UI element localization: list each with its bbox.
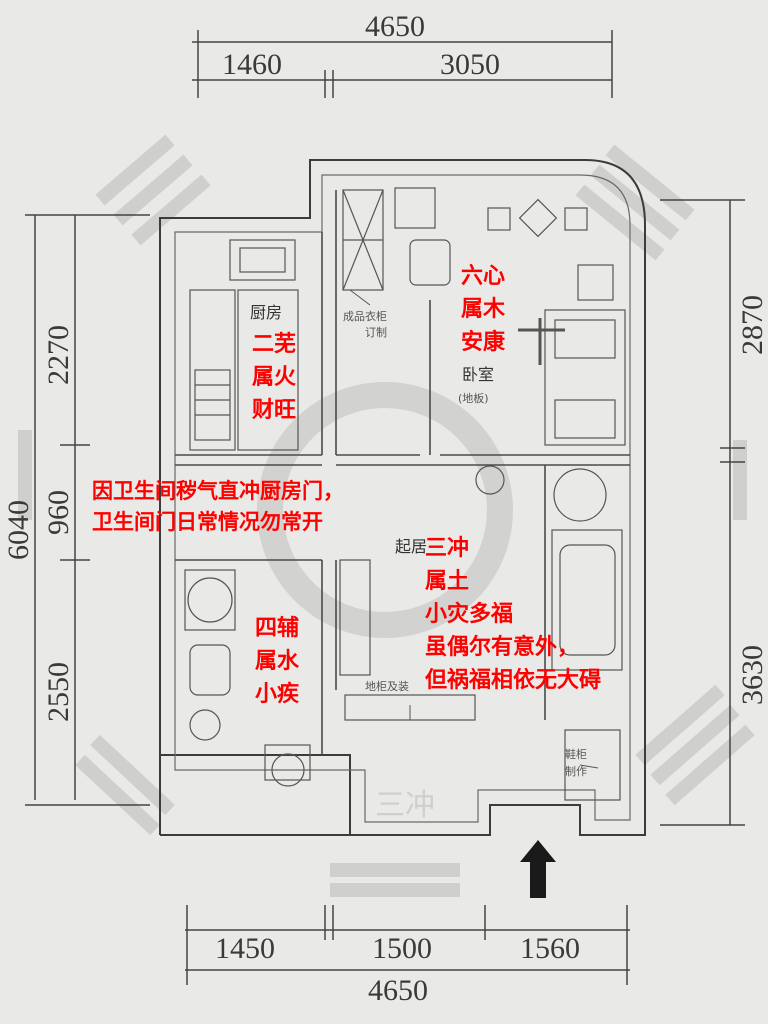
dim-bottom-total: 4650 <box>368 974 428 1007</box>
annotation-sanchong-line: 属土 <box>425 569 470 594</box>
dim-bottom-right: 1560 <box>520 932 580 965</box>
entrance-arrow-icon <box>520 840 556 898</box>
wardrobe-fixtures <box>342 187 614 301</box>
dim-top-right: 3050 <box>440 48 500 81</box>
left-dimension-lines <box>25 214 150 806</box>
right-dimension-lines <box>660 199 745 826</box>
outer-walls <box>159 159 646 836</box>
dim-left-bottom: 2550 <box>42 662 75 722</box>
dim-top-total: 4650 <box>365 10 425 43</box>
bagua-trigram-marks <box>18 134 755 897</box>
room-label-bedroom: 卧室 <box>462 365 494 384</box>
annotation-erwu-line: 属火 <box>252 365 297 390</box>
center-circle-mark <box>257 382 513 638</box>
annotation-liuxin-line: 六心 <box>461 264 506 289</box>
dim-bottom-left: 1450 <box>215 932 275 965</box>
bathroom-fixtures <box>184 569 311 787</box>
room-label-living: 起居 <box>395 537 427 556</box>
dim-top-left: 1460 <box>222 48 282 81</box>
annotation-sifu-line: 属水 <box>255 649 300 674</box>
label-wardrobe-2: 订制 <box>365 326 387 339</box>
annotation-warning-line: 因卫生间秽气直冲厨房门， <box>92 479 344 503</box>
annotation-sifu: 四辅 属水 小疾 <box>255 612 299 711</box>
leader-lines <box>349 289 599 769</box>
room-label-bedroom-floor: (地板) <box>458 391 489 405</box>
dim-left-total: 6040 <box>2 500 35 560</box>
label-shoe-cabinet-1: 鞋柜 <box>565 747 587 761</box>
annotation-warning-line: 卫生间门日常情况勿常开 <box>92 510 323 534</box>
annotation-erwu-line: 二芜 <box>252 332 297 357</box>
interior-walls <box>175 190 630 755</box>
watermark-sanchong: 三冲 <box>375 788 435 823</box>
label-shoe-cabinet-2: 制作 <box>565 765 587 778</box>
annotation-sanchong-line: 虽偶尔有意外， <box>425 635 580 660</box>
annotation-sifu-line: 小疾 <box>255 682 300 707</box>
kitchen-fixtures <box>189 239 299 451</box>
annotation-sifu-line: 四辅 <box>255 616 300 641</box>
annotation-liuxin: 六心 属木 安康 <box>461 260 505 359</box>
annotation-sanchong-line: 但祸福相依无大碍 <box>425 668 602 693</box>
annotation-sanchong-line: 小灾多福 <box>425 602 514 627</box>
dim-left-top: 2270 <box>42 325 75 385</box>
annotation-warning: 因卫生间秽气直冲厨房门， 卫生间门日常情况勿常开 <box>92 476 344 538</box>
annotation-liuxin-line: 属木 <box>461 297 506 322</box>
annotation-erwu: 二芜 属火 财旺 <box>252 328 296 427</box>
dim-left-mid: 960 <box>42 490 75 535</box>
annotation-sanchong: 三冲 属土 小灾多福 虽偶尔有意外， 但祸福相依无大碍 <box>425 532 601 697</box>
dim-right-top: 2870 <box>736 295 768 355</box>
bed <box>518 309 626 446</box>
top-dimension-lines <box>192 30 613 98</box>
dim-right-bottom: 3630 <box>736 645 768 705</box>
label-tv-cabinet: 地柜及装 <box>365 680 409 693</box>
dim-bottom-mid: 1500 <box>372 932 432 965</box>
annotation-liuxin-line: 安康 <box>461 330 506 355</box>
annotation-erwu-line: 财旺 <box>252 398 297 423</box>
annotation-sanchong-line: 三冲 <box>425 536 470 561</box>
room-label-kitchen: 厨房 <box>250 303 282 322</box>
bottom-dimension-lines <box>185 905 630 985</box>
label-wardrobe: 成品衣柜 <box>343 309 387 323</box>
living-furniture <box>339 465 623 801</box>
